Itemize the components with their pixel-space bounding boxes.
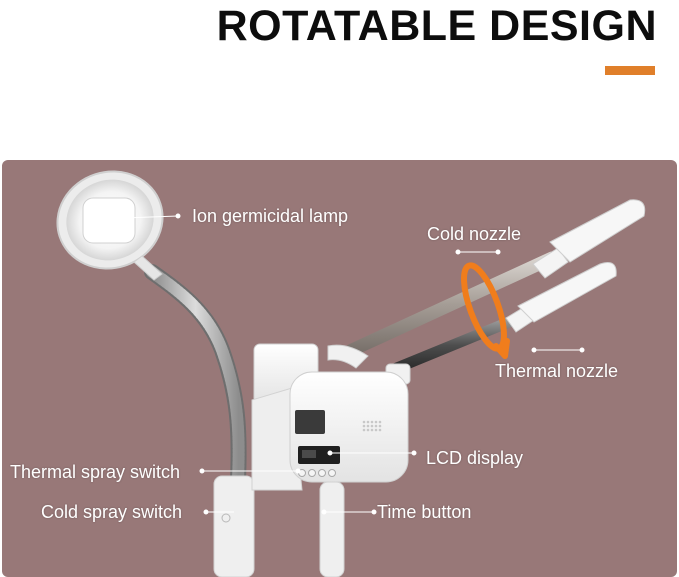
label-ion-germicidal-lamp: Ion germicidal lamp xyxy=(192,206,349,226)
label-thermal-nozzle: Thermal nozzle xyxy=(495,361,619,381)
steamer-pole xyxy=(319,481,345,577)
accent-bar xyxy=(605,66,655,75)
lamp-head xyxy=(56,170,164,281)
gooseneck-hose xyxy=(144,264,247,488)
product-panel: Ion germicidal lamp Cold nozzle Thermal … xyxy=(2,160,677,577)
label-cold-spray-switch: Cold spray switch xyxy=(41,502,183,522)
label-lcd-display: LCD display xyxy=(426,448,524,468)
control-buttons xyxy=(298,469,336,477)
cold-nozzle-arm xyxy=(345,199,646,357)
steamer-body xyxy=(251,343,411,577)
rotate-arrow-icon xyxy=(461,262,510,359)
power-switch-icon xyxy=(221,513,231,523)
thermal-nozzle-arm xyxy=(386,262,617,376)
label-time-button: Time button xyxy=(377,502,472,522)
speaker-grille xyxy=(362,420,382,432)
lamp-pole xyxy=(213,475,255,577)
lcd-screen xyxy=(295,410,325,434)
page-title: ROTATABLE DESIGN xyxy=(216,2,657,50)
label-thermal-spray-switch: Thermal spray switch xyxy=(10,462,181,482)
product-illustration xyxy=(2,160,677,577)
callout-leaders xyxy=(119,213,585,515)
label-cold-nozzle: Cold nozzle xyxy=(427,224,522,244)
